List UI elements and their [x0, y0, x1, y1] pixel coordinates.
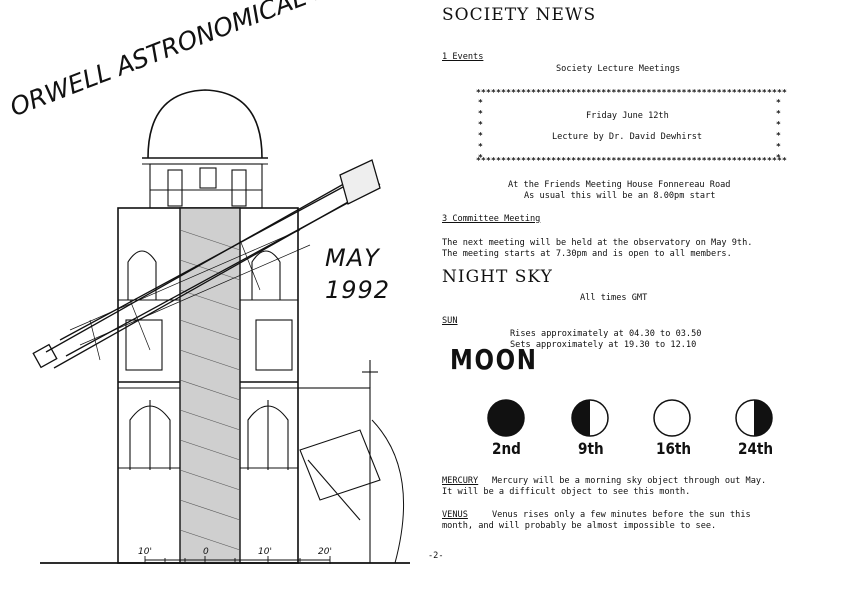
observatory-drawing [32, 89, 410, 564]
moon-phase-date: 16th [656, 439, 692, 458]
moon-phase-date: 2nd [492, 439, 521, 458]
scale-label: 20' [318, 547, 332, 557]
lecture-date: Friday June 12th [586, 111, 669, 121]
moon-phase-date: 9th [578, 439, 604, 458]
scale-label: 10' [258, 547, 272, 557]
new-moon-icon [487, 399, 525, 437]
issue-year: 1992 [325, 276, 391, 304]
star-border-left: ****** [478, 98, 483, 162]
scale-label: 10' [138, 547, 152, 557]
star-border-right: ****** [776, 98, 781, 162]
page-heading: SOCIETY NEWS [442, 5, 597, 25]
full-moon-icon [653, 399, 691, 437]
committee-text: The meeting starts at 7.30pm and is open… [442, 249, 732, 259]
mercury-text: It will be a difficult object to see thi… [442, 487, 691, 497]
moon-phase-date: 24th [738, 439, 774, 458]
events-label: 1 Events [442, 52, 484, 62]
sun-rises: Rises approximately at 04.30 to 03.50 [510, 329, 702, 339]
committee-label: 3 Committee Meeting [442, 214, 541, 224]
star-border-bottom: ****************************************… [476, 156, 788, 165]
issue-month: MAY [325, 244, 380, 272]
moon-heading: MOON [450, 343, 538, 376]
venue-line: At the Friends Meeting House Fonnereau R… [508, 180, 731, 190]
venus-label: VENUS [442, 510, 468, 520]
night-sky-heading: NIGHT SKY [442, 267, 553, 287]
mercury-text: Mercury will be a morning sky object thr… [492, 476, 767, 486]
page-number: -2- [428, 551, 444, 561]
venue-line: As usual this will be an 8.00pm start [524, 191, 716, 201]
star-border-top: ****************************************… [476, 88, 788, 97]
last-quarter-moon-icon [735, 399, 773, 437]
lectures-title: Society Lecture Meetings [556, 64, 681, 74]
cover-panel: ORWELL ASTRONOMICAL SOCIETY IPSWICH MAY … [6, 0, 524, 564]
sun-label: SUN [442, 316, 458, 326]
times-note: All times GMT [580, 293, 648, 303]
committee-text: The next meeting will be held at the obs… [442, 238, 753, 248]
sun-sets: Sets approximately at 19.30 to 12.10 [510, 340, 697, 350]
mercury-label: MERCURY [442, 476, 479, 486]
first-quarter-moon-icon [571, 399, 609, 437]
news-column: SOCIETY NEWS 1 Events Society Lecture Me… [428, 0, 836, 595]
lecture-speaker: Lecture by Dr. David Dewhirst [552, 132, 703, 142]
scale-label: 0 [203, 547, 209, 557]
venus-text: Venus rises only a few minutes before th… [492, 510, 751, 520]
venus-text: month, and will probably be almost impos… [442, 521, 717, 531]
